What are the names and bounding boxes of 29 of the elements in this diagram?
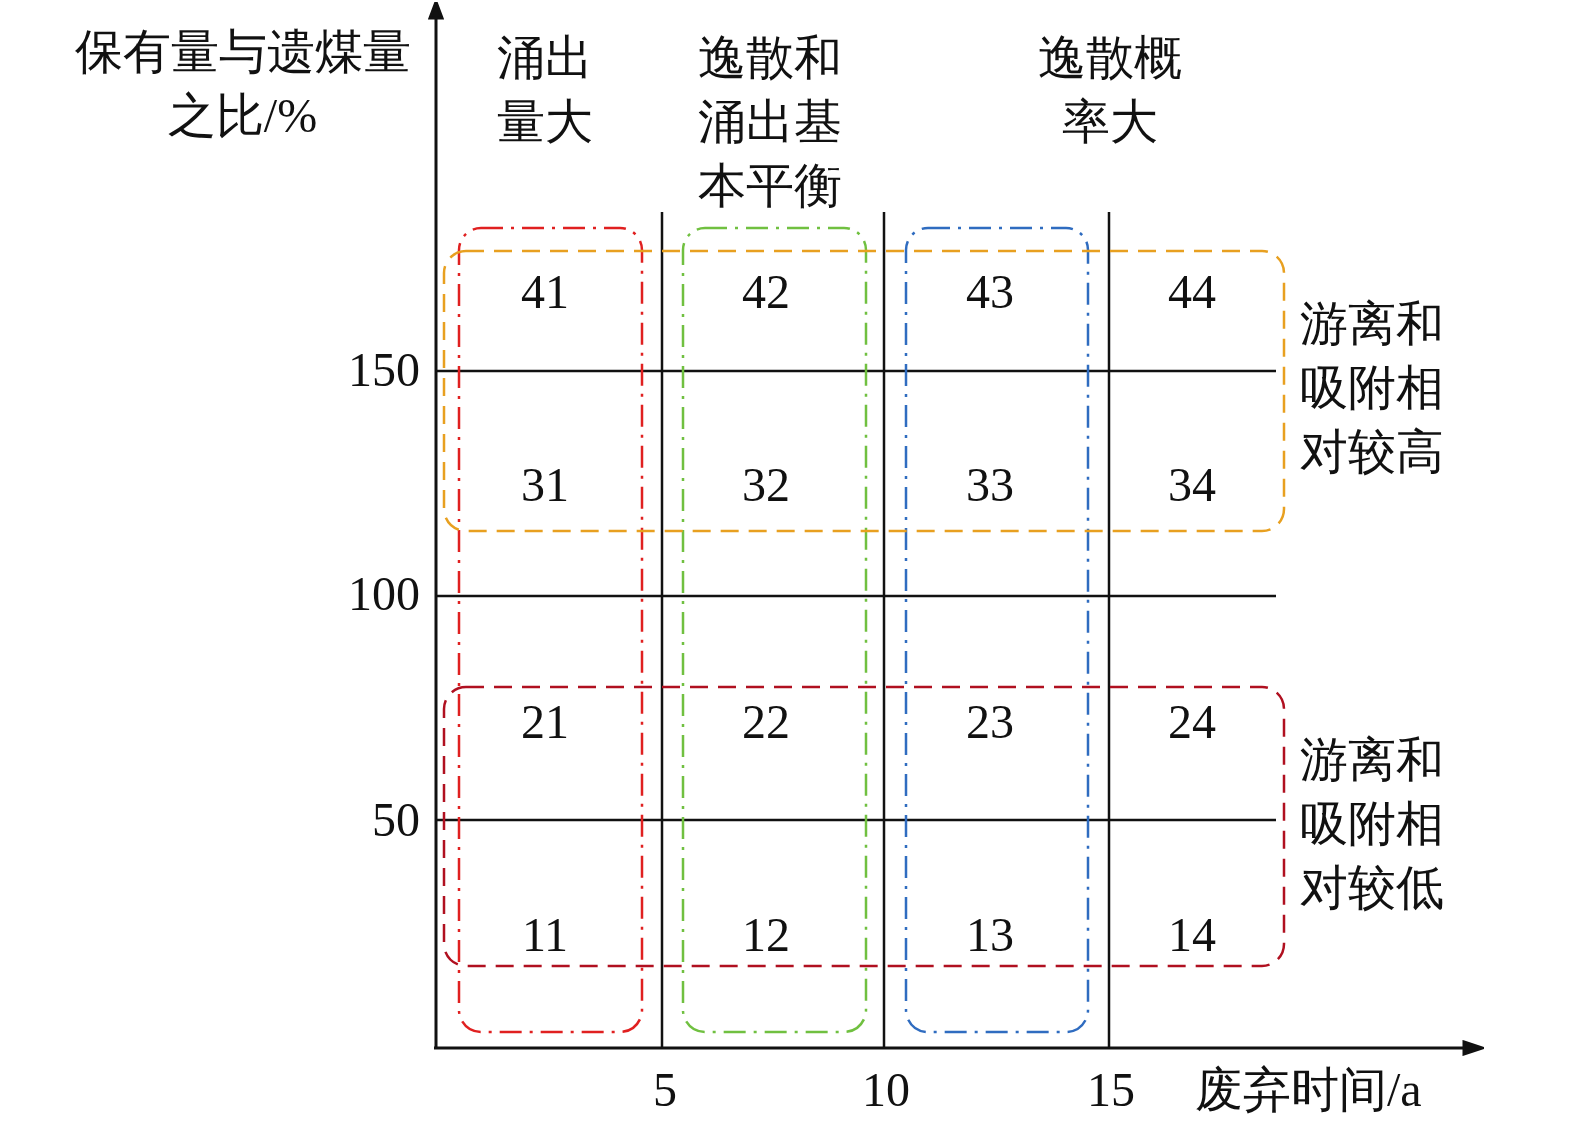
cell-number: 34 bbox=[1167, 457, 1217, 513]
cell-number: 41 bbox=[520, 264, 570, 320]
axis-title: 废弃时间/a bbox=[1195, 1062, 1423, 1118]
cell-number: 44 bbox=[1167, 264, 1217, 320]
region-label: 游离和吸附相对较低 bbox=[1300, 732, 1445, 916]
cell-number: 32 bbox=[741, 457, 791, 513]
cell-number: 11 bbox=[520, 907, 570, 963]
cell-number: 14 bbox=[1167, 907, 1217, 963]
cell-number: 12 bbox=[741, 907, 791, 963]
tick-label: 5 bbox=[652, 1062, 678, 1118]
region-label: 逸散和涌出基本平衡 bbox=[697, 30, 843, 214]
tick-label: 150 bbox=[347, 342, 420, 398]
cell-number: 13 bbox=[965, 907, 1015, 963]
tick-label: 50 bbox=[371, 792, 420, 848]
cell-number: 23 bbox=[965, 694, 1015, 750]
tick-label: 15 bbox=[1086, 1062, 1136, 1118]
cell-number: 31 bbox=[520, 457, 570, 513]
cell-number: 33 bbox=[965, 457, 1015, 513]
cell-number: 21 bbox=[520, 694, 570, 750]
region-label: 游离和吸附相对较高 bbox=[1300, 296, 1445, 480]
region-label: 逸散概率大 bbox=[1037, 30, 1183, 150]
cell-number: 42 bbox=[741, 264, 791, 320]
region-label: 涌出量大 bbox=[496, 30, 594, 150]
cell-number: 43 bbox=[965, 264, 1015, 320]
tick-label: 100 bbox=[347, 566, 420, 622]
tick-label: 10 bbox=[861, 1062, 911, 1118]
cell-number: 22 bbox=[741, 694, 791, 750]
axis-title: 保有量与遗煤量之比/% bbox=[73, 24, 412, 144]
cell-number: 24 bbox=[1167, 694, 1217, 750]
